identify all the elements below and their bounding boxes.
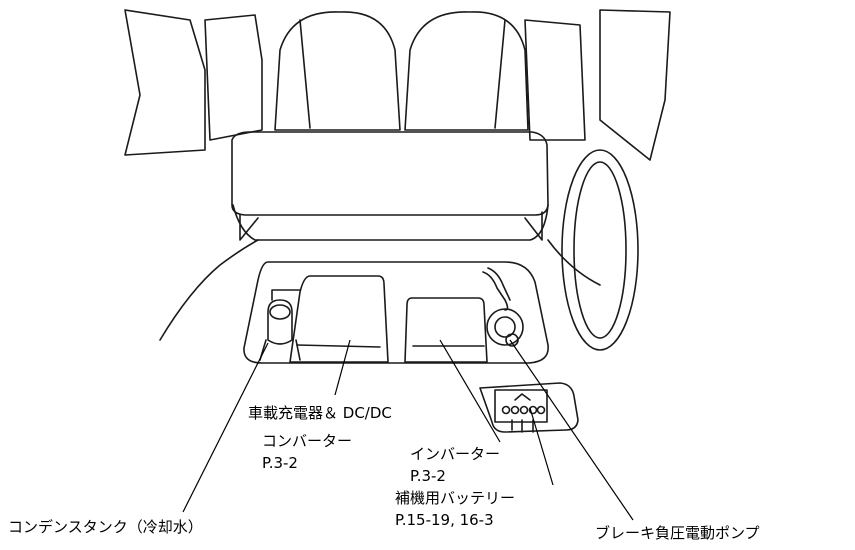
aux-battery-box bbox=[479, 382, 579, 433]
label-brake-pump: ブレーキ負圧電動ポンプ bbox=[595, 524, 760, 542]
right-body-panel bbox=[599, 9, 671, 161]
label-condenser-tank: コンデンスタンク（冷却水） bbox=[8, 518, 203, 536]
leader-condenser bbox=[182, 342, 269, 513]
floor-tray bbox=[243, 261, 549, 364]
brake-pump bbox=[486, 308, 524, 346]
leader-aux-battery bbox=[529, 407, 554, 486]
leader-brake-pump bbox=[509, 339, 634, 521]
spare-tire bbox=[561, 149, 639, 351]
label-inverter-page: P.3-2 bbox=[410, 467, 446, 485]
left-window bbox=[204, 14, 263, 141]
right-window bbox=[524, 19, 586, 141]
right-seat-back bbox=[404, 11, 529, 131]
aux-battery bbox=[494, 389, 548, 423]
onboard-charger-unit bbox=[289, 275, 389, 363]
leader-lines bbox=[182, 339, 634, 521]
label-converter: コンバーター bbox=[262, 432, 353, 450]
leader-charger bbox=[334, 339, 351, 396]
label-converter-page: P.3-2 bbox=[262, 454, 298, 472]
rear-bench bbox=[231, 131, 549, 216]
label-aux-battery: 補機用バッテリー bbox=[395, 489, 516, 507]
label-inverter: インバーター bbox=[410, 445, 501, 463]
inverter-unit bbox=[404, 297, 488, 363]
condenser-tank bbox=[267, 299, 293, 345]
label-aux-battery-page: P.15-19, 16-3 bbox=[395, 511, 494, 529]
label-charger: 車載充電器＆ DC/DC bbox=[248, 404, 392, 422]
left-body-panel bbox=[124, 9, 206, 156]
leader-inverter bbox=[439, 339, 501, 443]
left-seat-back bbox=[274, 11, 401, 131]
vehicle-outline bbox=[124, 9, 671, 433]
